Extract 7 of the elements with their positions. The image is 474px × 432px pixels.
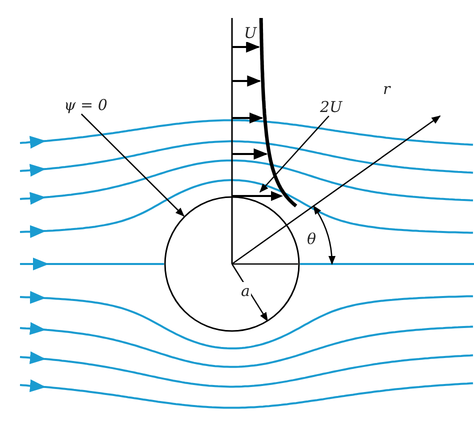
leader-line	[80, 114, 184, 217]
cylinder-circle	[164, 196, 300, 332]
velocity-arrow	[232, 190, 283, 202]
callout-label: 2U	[320, 98, 342, 116]
callout-label: ψ = 0	[64, 96, 108, 114]
leader-line	[259, 116, 330, 193]
velocity-label: U	[243, 24, 258, 42]
